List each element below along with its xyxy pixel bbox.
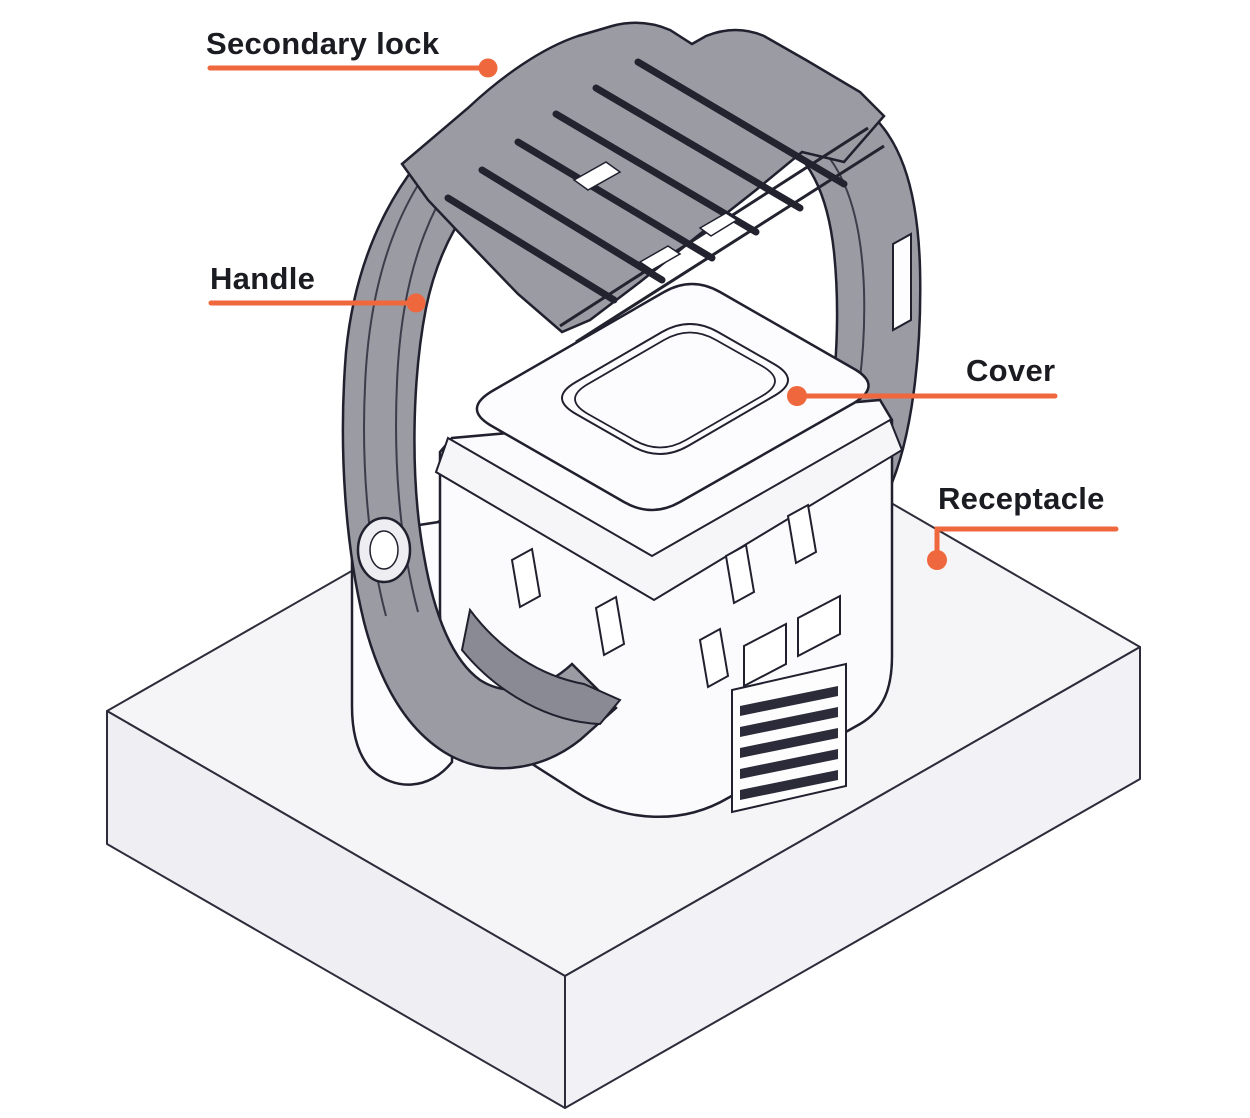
cover-seal-rim-inner	[574, 331, 776, 449]
leader-line-receptacle	[934, 526, 1119, 555]
cover-rear-post	[892, 232, 912, 332]
callout-dot-handle	[406, 293, 426, 313]
label-cover: Cover	[966, 353, 1056, 388]
callout-leaders	[207, 65, 1119, 555]
callout-dot-receptacle	[927, 550, 947, 570]
secondary-lock-block	[400, 21, 886, 344]
callout-dots	[406, 58, 947, 570]
cover-collar-flange	[434, 418, 904, 602]
secondary-lock-ribs	[444, 58, 848, 304]
label-handle: Handle	[210, 261, 316, 296]
receptacle-right-face	[564, 646, 1141, 1109]
cover-vent-grille	[731, 662, 847, 814]
handle-hook-lever	[460, 607, 622, 726]
cover-seal-rim-outer	[561, 323, 789, 455]
label-receptacle: Receptacle	[938, 481, 1105, 516]
cover-side-windows	[743, 594, 841, 688]
handle-left-strap	[341, 110, 622, 770]
cover-latch-clips	[510, 503, 818, 689]
callout-dot-secondary-lock	[478, 58, 498, 78]
label-secondary-lock: Secondary lock	[206, 26, 440, 61]
callout-dot-cover	[787, 386, 807, 406]
